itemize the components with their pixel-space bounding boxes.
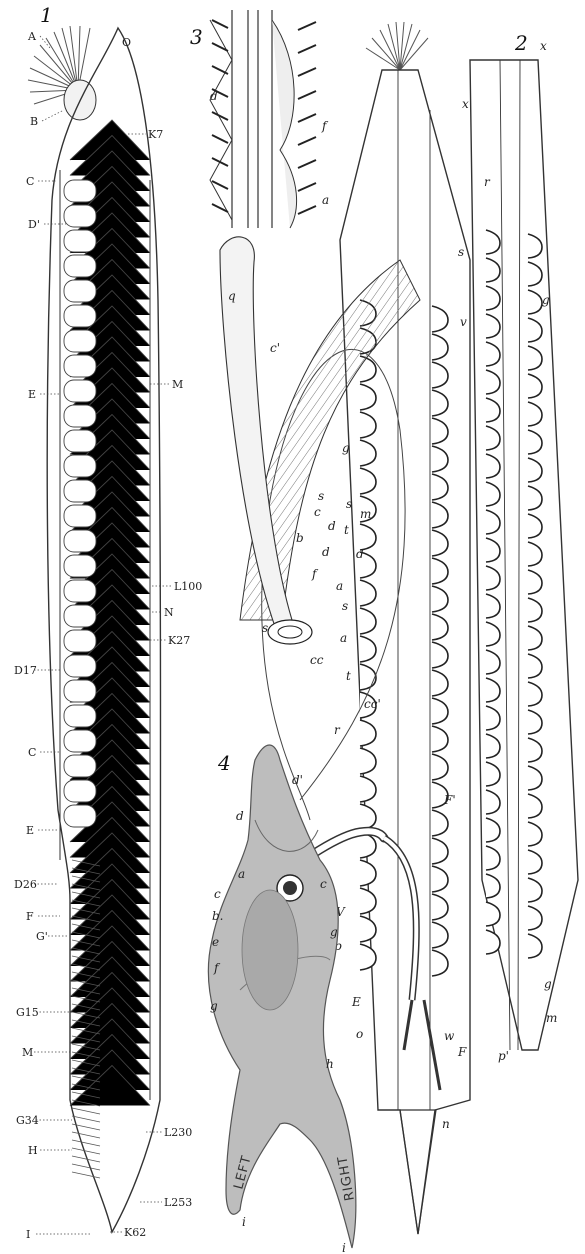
- figure-2-pharynx-section: 2 x x r s v g g m p': [458, 31, 578, 1063]
- fig2-label-8: p': [498, 1049, 509, 1063]
- fig1-label-8: D26: [14, 878, 37, 891]
- fig4-label-11: i: [342, 1241, 346, 1254]
- fig2-gill-slits: [486, 230, 542, 958]
- fig1-label-1: B: [30, 115, 38, 128]
- gill-slits: [360, 300, 448, 976]
- figure-1-number: 1: [40, 3, 53, 27]
- fig1-label-12: M: [22, 1046, 33, 1059]
- figure-2-number: 2: [514, 31, 528, 55]
- fig_main-label-4: b: [296, 531, 304, 545]
- fig1-label-13: G34: [16, 1114, 39, 1127]
- rod-f: [424, 1000, 440, 1090]
- fig1-label-10: G': [36, 930, 48, 943]
- fig1-label-21: K27: [168, 634, 190, 647]
- fig_main-label-9: cc: [310, 653, 324, 667]
- fig1-label-20: N: [164, 606, 174, 619]
- larva-gut: [242, 890, 298, 1010]
- fig_main-label-30: n: [442, 1117, 450, 1131]
- fig_main-label-3: c: [314, 505, 321, 519]
- fig2-label-7: m: [546, 1011, 557, 1025]
- oral-tentacles-fan: [366, 22, 428, 70]
- fig1-label-6: C: [28, 746, 36, 759]
- fig1-label-2: C: [26, 175, 34, 188]
- fig_main-label-2: s: [318, 489, 324, 503]
- tail-spike: [400, 1110, 436, 1234]
- fig_main-label-27: F: [457, 1045, 467, 1059]
- fig1-label-18: M: [172, 378, 183, 391]
- fig1-label-17: K7: [148, 128, 163, 141]
- fig2-label-1: x: [462, 97, 469, 111]
- fig_main-label-7: f: [311, 567, 319, 581]
- fig4-label-10: i: [242, 1215, 246, 1229]
- fig1-label-23: L253: [164, 1196, 192, 1209]
- fig_main-label-0: c': [270, 341, 280, 355]
- fig1-label-7: E: [26, 824, 34, 837]
- fig1-label-24: K62: [124, 1226, 146, 1239]
- fig4-label-9: h: [326, 1057, 334, 1071]
- figure-1-amphioxus-body: 1 ABCD'ED17CED26FG'G15MG34HIOK7ML100NK27…: [14, 3, 202, 1241]
- fig_main-label-8: s: [262, 621, 268, 635]
- fig2-label-3: s: [458, 245, 464, 259]
- fig_main-label-13: t: [344, 523, 349, 537]
- figure-4-number: 4: [217, 751, 231, 775]
- fig_main-label-1: q: [228, 289, 236, 303]
- fig1-label-5: D17: [14, 664, 37, 677]
- fig3-label-0: d: [210, 89, 218, 103]
- fig_main-label-11: s: [346, 497, 352, 511]
- fig_main-label-6: d: [328, 519, 336, 533]
- fig1-label-14: H: [28, 1144, 38, 1157]
- fig2-label-0: x: [540, 39, 547, 53]
- fig1-label-4: E: [28, 388, 36, 401]
- figure-3-gill-detail: 3 d f a: [190, 10, 329, 228]
- fig_main-label-29: w: [444, 1029, 455, 1043]
- fig_main-label-12: m: [360, 507, 371, 521]
- fig4-label-0: d: [236, 809, 244, 823]
- fig_main-label-23: F': [443, 793, 456, 807]
- fig_main-label-15: a: [336, 579, 343, 593]
- fig3-label-1: f: [321, 119, 329, 133]
- pharynx-body-outline: [340, 70, 470, 1234]
- fig_main-label-5: d: [322, 545, 330, 559]
- fig_main-label-17: a: [340, 631, 347, 645]
- fig4-label-4: b.: [212, 909, 224, 923]
- fig_main-label-16: s: [342, 599, 348, 613]
- fig_main-label-14: d: [356, 547, 364, 561]
- fig4-label-3: c: [320, 877, 327, 891]
- rod-e: [404, 1000, 412, 1050]
- fig4-label-5: e: [212, 935, 219, 949]
- fig3-label-2: a: [322, 193, 329, 207]
- fig_main-label-20: r: [334, 723, 341, 737]
- fig1-label-15: I: [26, 1228, 30, 1241]
- fig2-label-2: r: [484, 175, 491, 189]
- fig1-label-11: G15: [16, 1006, 39, 1019]
- fig1-label-3: D': [28, 218, 40, 231]
- fig_main-label-22: d': [292, 773, 303, 787]
- fig4-label-1: a: [238, 867, 245, 881]
- fig1-label-19: L100: [174, 580, 202, 593]
- fig_main-label-28: o: [356, 1027, 363, 1041]
- fig2-label-4: v: [460, 315, 467, 329]
- fig2-label-6: g: [544, 977, 552, 991]
- fig1-label-0: A: [27, 30, 37, 43]
- fig1-label-9: F: [26, 910, 34, 923]
- figure-3-number: 3: [190, 25, 203, 49]
- fig1-label-22: L230: [164, 1126, 192, 1139]
- fig_main-label-10: g: [342, 441, 350, 455]
- fig_main-label-26: E: [351, 995, 361, 1009]
- fig4-label-2: c: [214, 887, 221, 901]
- fig_main-label-19: cc': [364, 697, 381, 711]
- fig4-label-8: g: [210, 999, 218, 1013]
- fig_main-label-18: t: [346, 669, 351, 683]
- fig2-label-5: g: [542, 293, 550, 307]
- fig1-label-16: O: [122, 36, 131, 49]
- fig4-label-7: g: [330, 925, 338, 939]
